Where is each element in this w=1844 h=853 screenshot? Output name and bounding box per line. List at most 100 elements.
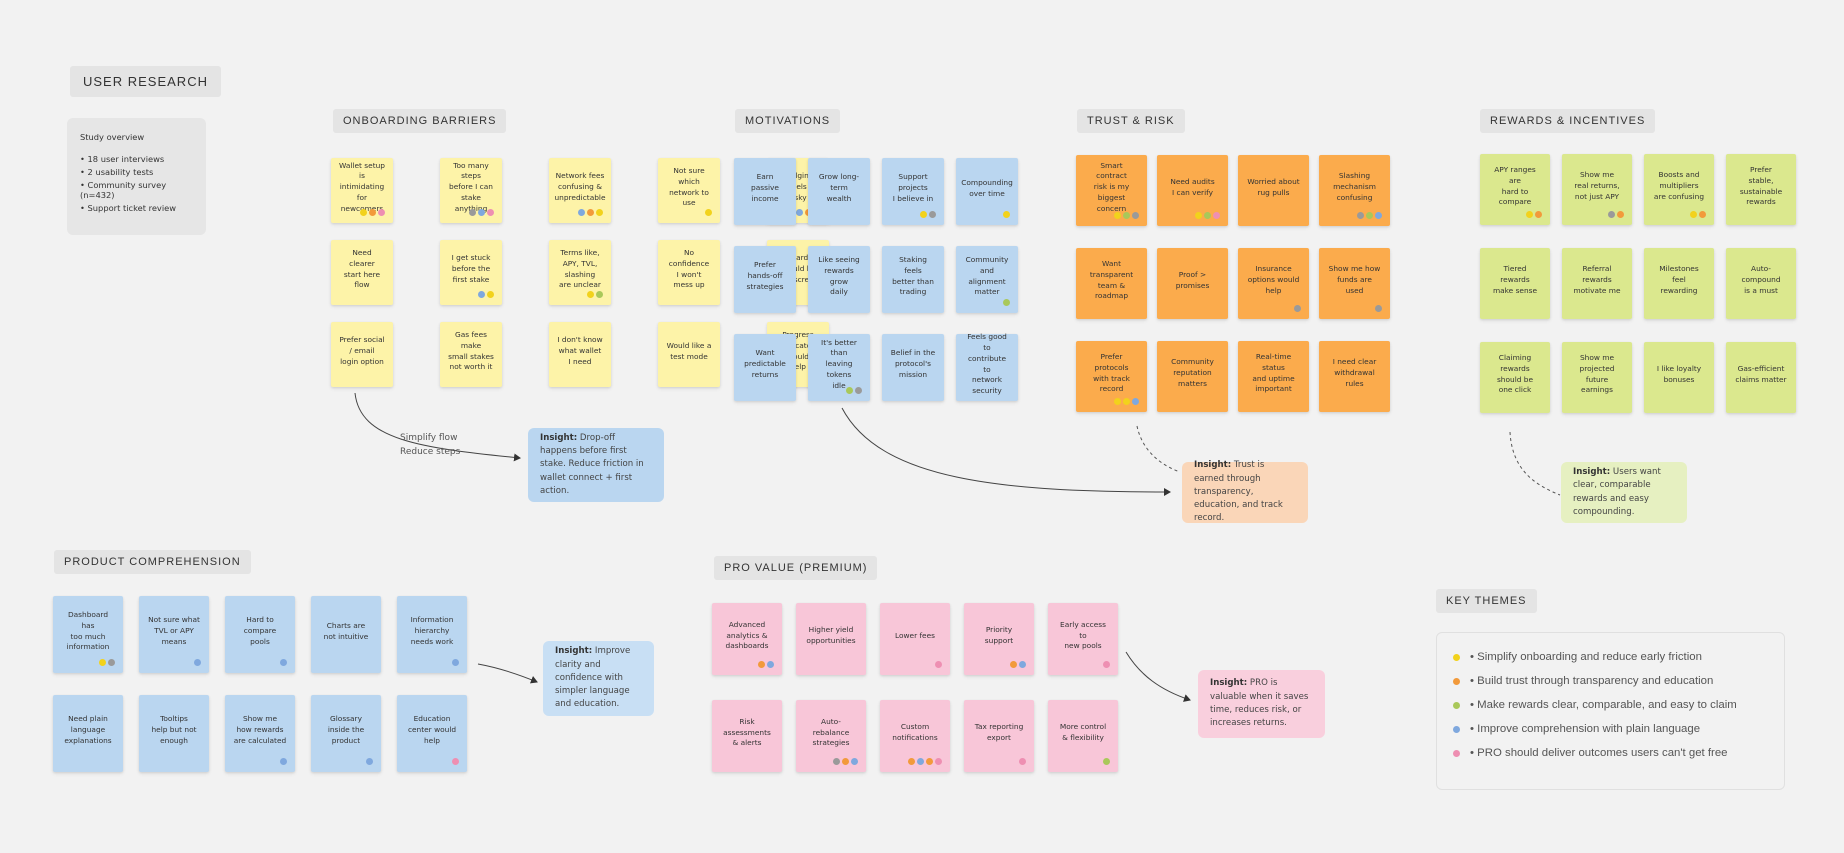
sticky-note-text: Feels good to contribute to network secu…: [967, 332, 1007, 395]
sticky-note[interactable]: Prefer protocols with track record: [1076, 341, 1147, 412]
sticky-note[interactable]: Tax reporting export: [964, 700, 1034, 772]
sticky-note[interactable]: Prefer stable, sustainable rewards: [1726, 154, 1796, 225]
sticky-note[interactable]: Need clearer start here flow: [331, 240, 393, 305]
sticky-note[interactable]: Need plain language explanations: [53, 695, 123, 772]
sticky-note-text: Prefer stable, sustainable rewards: [1739, 165, 1783, 207]
sticky-note[interactable]: Gas-efficient claims matter: [1726, 342, 1796, 413]
insight-text: Trust is earned through transparency, ed…: [1194, 460, 1283, 524]
sticky-note[interactable]: Slashing mechanism confusing: [1319, 155, 1390, 226]
sticky-note[interactable]: Want transparent team & roadmap: [1076, 248, 1147, 319]
sticky-note[interactable]: Belief in the protocol's mission: [882, 334, 944, 401]
sticky-note[interactable]: Risk assessments & alerts: [712, 700, 782, 772]
sticky-note[interactable]: Charts are not intuitive: [311, 596, 381, 673]
insight-lead: Insight:: [1573, 466, 1611, 477]
sticky-note[interactable]: I like loyalty bonuses: [1644, 342, 1714, 413]
sticky-note[interactable]: Priority support: [964, 603, 1034, 675]
sticky-note[interactable]: Boosts and multipliers are confusing: [1644, 154, 1714, 225]
sticky-note[interactable]: Not sure which network to use: [658, 158, 720, 223]
theme-row: • Make rewards clear, comparable, and ea…: [1453, 699, 1768, 711]
sticky-note[interactable]: Support projects I believe in: [882, 158, 944, 225]
sticky-note[interactable]: Education center would help: [397, 695, 467, 772]
sticky-note[interactable]: Need audits I can verify: [1157, 155, 1228, 226]
sticky-note[interactable]: Prefer hands-off strategies: [734, 246, 796, 313]
theme-text: • Improve comprehension with plain langu…: [1470, 723, 1701, 735]
sticky-note-text: Show me how rewards are calculated: [233, 714, 287, 745]
sticky-note[interactable]: Worried about rug pulls: [1238, 155, 1309, 226]
sticky-note[interactable]: Staking feels better than trading: [882, 246, 944, 313]
vote-dots: [1019, 758, 1026, 765]
sticky-note[interactable]: Information hierarchy needs work: [397, 596, 467, 673]
pro-section-label: PRO VALUE (PREMIUM): [714, 556, 878, 580]
sticky-note[interactable]: More control & flexibility: [1048, 700, 1118, 772]
sticky-note[interactable]: Milestones feel rewarding: [1644, 248, 1714, 319]
sticky-note[interactable]: Feels good to contribute to network secu…: [956, 332, 1018, 401]
rewards-insight: Insight: Users want clear, comparable re…: [1561, 462, 1687, 523]
sticky-note[interactable]: Auto-rebalance strategies: [796, 700, 866, 772]
vote-dots: [578, 209, 603, 216]
sticky-note[interactable]: Want predictable returns: [734, 334, 796, 401]
vote-dot-orange: [369, 209, 376, 216]
vote-dot-yellow: [587, 291, 594, 298]
sticky-note-text: Prefer hands-off strategies: [746, 260, 784, 291]
sticky-note[interactable]: Show me projected future earnings: [1562, 342, 1632, 413]
sticky-note[interactable]: Hard to compare pools: [225, 596, 295, 673]
sticky-note[interactable]: Custom notifications: [880, 700, 950, 772]
sticky-note[interactable]: Compounding over time: [956, 158, 1018, 225]
sticky-note[interactable]: Insurance options would help: [1238, 248, 1309, 319]
sticky-note[interactable]: Real-time status and uptime important: [1238, 341, 1309, 412]
sticky-note[interactable]: Community reputation matters: [1157, 341, 1228, 412]
sticky-note[interactable]: Higher yield opportunities: [796, 603, 866, 675]
sticky-note[interactable]: Like seeing rewards grow daily: [808, 246, 870, 313]
sticky-note[interactable]: Network fees confusing & unpredictable: [549, 158, 611, 223]
sticky-note-text: Gas-efficient claims matter: [1735, 363, 1787, 384]
motivations-section-label: MOTIVATIONS: [735, 109, 841, 133]
sticky-note-text: Terms like, APY, TVL, slashing are uncle…: [559, 248, 601, 290]
sticky-note[interactable]: Smart contract risk is my biggest concer…: [1076, 155, 1147, 226]
sticky-note[interactable]: I don't know what wallet I need: [549, 322, 611, 387]
sticky-note-text: APY ranges are hard to compare: [1494, 165, 1536, 207]
sticky-note-text: Want transparent team & roadmap: [1089, 259, 1134, 301]
sticky-note[interactable]: No confidence I won't mess up: [658, 240, 720, 305]
sticky-note-text: Show me how funds are used: [1328, 264, 1381, 295]
sticky-note[interactable]: Referral rewards motivate me: [1562, 248, 1632, 319]
sticky-note-text: Early access to new pools: [1060, 619, 1106, 651]
sticky-note[interactable]: Glossary inside the product: [311, 695, 381, 772]
sticky-note[interactable]: Prefer social / email login option: [331, 322, 393, 387]
sticky-note[interactable]: Advanced analytics & dashboards: [712, 603, 782, 675]
sticky-note[interactable]: Gas fees make small stakes not worth it: [440, 322, 502, 387]
sticky-note[interactable]: Terms like, APY, TVL, slashing are uncle…: [549, 240, 611, 305]
vote-dots: [1608, 211, 1624, 218]
vote-dot-gray: [1132, 212, 1139, 219]
sticky-note[interactable]: Not sure what TVL or APY means: [139, 596, 209, 673]
sticky-note[interactable]: APY ranges are hard to compare: [1480, 154, 1550, 225]
vote-dot-orange: [1535, 211, 1542, 218]
sticky-note[interactable]: Tiered rewards make sense: [1480, 248, 1550, 319]
sticky-note[interactable]: Grow long-term wealth: [808, 158, 870, 225]
sticky-note[interactable]: Dashboard has too much information: [53, 596, 123, 673]
sticky-note[interactable]: Claiming rewards should be one click: [1480, 342, 1550, 413]
sticky-note-text: Earn passive income: [751, 172, 779, 203]
insight-lead: Insight:: [540, 432, 578, 443]
sticky-note[interactable]: Show me real returns, not just APY: [1562, 154, 1632, 225]
sticky-note[interactable]: I need clear withdrawal rules: [1319, 341, 1390, 412]
vote-dots: [833, 758, 858, 765]
sticky-note[interactable]: Wallet setup is intimidating for newcome…: [331, 158, 393, 223]
sticky-note[interactable]: Show me how funds are used: [1319, 248, 1390, 319]
sticky-note[interactable]: Earn passive income: [734, 158, 796, 225]
sticky-note[interactable]: It's better than leaving tokens idle: [808, 334, 870, 401]
vote-dot-orange: [1699, 211, 1706, 218]
sticky-note[interactable]: Early access to new pools: [1048, 603, 1118, 675]
sticky-note[interactable]: Tooltips help but not enough: [139, 695, 209, 772]
trust-insight: Insight: Trust is earned through transpa…: [1182, 460, 1308, 524]
sticky-note[interactable]: I get stuck before the first stake: [440, 240, 502, 305]
sticky-note[interactable]: Proof > promises: [1157, 248, 1228, 319]
sticky-note[interactable]: Show me how rewards are calculated: [225, 695, 295, 772]
sticky-note[interactable]: Lower fees: [880, 603, 950, 675]
sticky-note[interactable]: Community and alignment matter: [956, 246, 1018, 313]
sticky-note[interactable]: Would like a test mode: [658, 322, 720, 387]
sticky-note-text: Grow long-term wealth: [818, 172, 860, 203]
theme-text: • Make rewards clear, comparable, and ea…: [1470, 699, 1737, 711]
sticky-note[interactable]: Too many steps before I can stake anythi…: [440, 158, 502, 223]
sticky-note[interactable]: Auto-compound is a must: [1726, 248, 1796, 319]
